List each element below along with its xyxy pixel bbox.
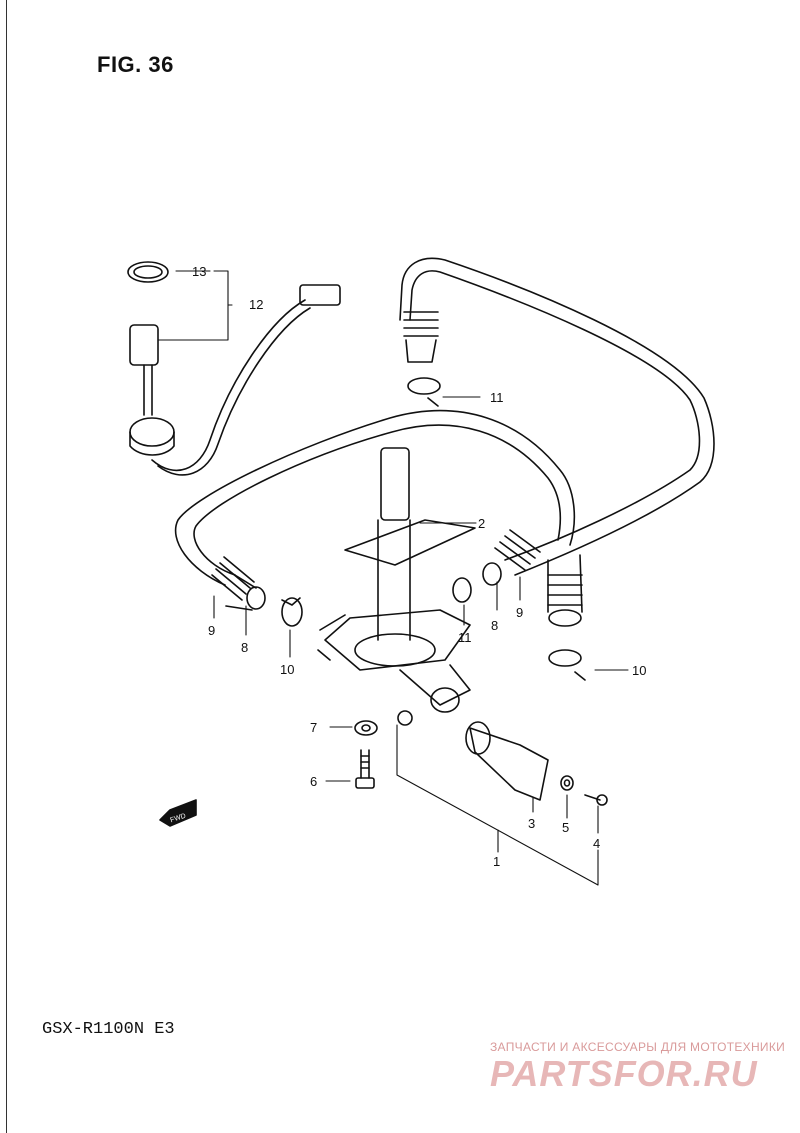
- hose-end-left: [211, 556, 266, 611]
- hose-clip-top: [407, 377, 441, 407]
- callout-4: 4: [593, 836, 600, 851]
- watermark-logo: PARTSFOR.RU: [490, 1053, 758, 1094]
- fuel-gauge-sender: [127, 261, 341, 476]
- callout-9-right: 9: [516, 605, 523, 620]
- bolt-part: [355, 749, 375, 789]
- callout-2: 2: [478, 516, 485, 531]
- callout-5: 5: [562, 820, 569, 835]
- model-code: GSX-R1100N E3: [42, 1020, 175, 1039]
- callout-6: 6: [310, 774, 317, 789]
- washer-part: [560, 775, 574, 791]
- callout-1: 1: [493, 854, 500, 869]
- page-border-line: [6, 0, 7, 1133]
- callout-9-left: 9: [208, 623, 215, 638]
- callout-8-right: 8: [491, 618, 498, 633]
- callout-13: 13: [192, 264, 206, 279]
- callout-11-top: 11: [490, 390, 504, 405]
- hose-clip-right: [452, 577, 472, 603]
- fwd-label: FWD: [169, 813, 186, 825]
- hose-end-right: [482, 529, 541, 586]
- leader-lines: [157, 270, 629, 886]
- callout-8-left: 8: [241, 640, 248, 655]
- callout-11-mid: 11: [458, 630, 472, 645]
- callout-3: 3: [528, 816, 535, 831]
- callout-10-right: 10: [632, 663, 646, 678]
- screw-part: [584, 794, 608, 806]
- figure-title: FIG. 36: [97, 52, 174, 77]
- callout-labels: 13 12 11 2 9 8 10 11 8 9 10 7 6 3 5 4 1: [192, 264, 646, 869]
- fuel-cock-assembly: [317, 447, 476, 726]
- watermark-subtitle: ЗАПЧАСТИ И АКСЕССУАРЫ ДЛЯ МОТОТЕХНИКИ: [490, 1040, 786, 1054]
- fuel-hose: [174, 257, 715, 586]
- callout-12: 12: [249, 297, 263, 312]
- forward-direction-badge: FWD: [159, 799, 197, 827]
- hose-end-top: [403, 311, 439, 363]
- fuel-cock-lever: [465, 721, 549, 801]
- callout-10-left: 10: [280, 662, 294, 677]
- callout-7: 7: [310, 720, 317, 735]
- hose-clip-bottom: [548, 649, 586, 681]
- hose-clip-left: [281, 597, 303, 627]
- washer-small-part: [354, 720, 378, 736]
- hose-end-bottom: [547, 554, 583, 627]
